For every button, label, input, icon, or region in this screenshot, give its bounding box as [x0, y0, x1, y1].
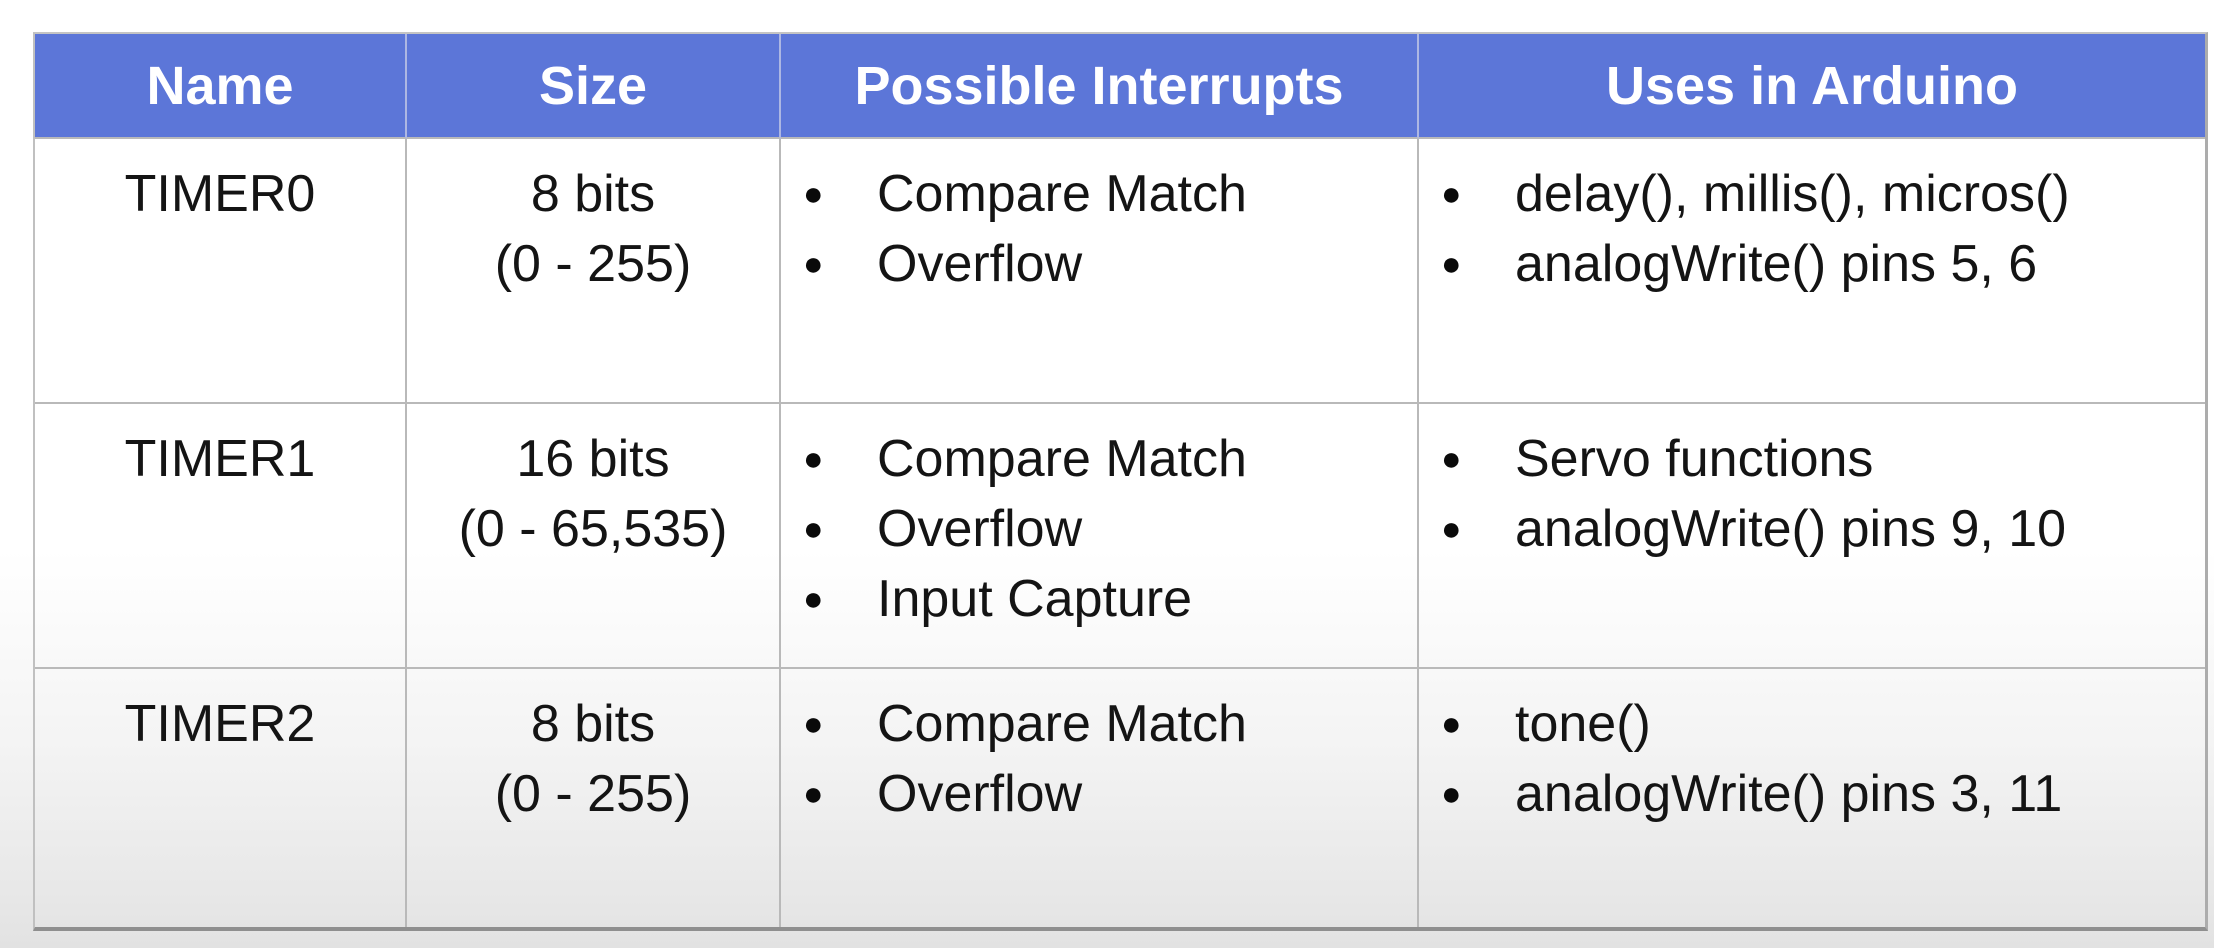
size-range: (0 - 255): [494, 765, 692, 823]
bullet-icon: ●: [1441, 175, 1462, 213]
list-item: ● Servo functions: [1439, 424, 2197, 494]
interrupt-label: Input Capture: [877, 570, 1193, 628]
timer1-size-cell: 16 bits (0 - 65,535): [407, 404, 781, 669]
timer1-uses-cell: ● Servo functions ● analogWrite() pins 9…: [1419, 404, 2205, 669]
list-item: ● analogWrite() pins 9, 10: [1439, 494, 2197, 564]
list-item: ● analogWrite() pins 3, 11: [1439, 759, 2197, 829]
arduino-timers-table: Name Size Possible Interrupts Uses in Ar…: [33, 32, 2208, 931]
bullet-icon: ●: [1441, 440, 1462, 478]
interrupt-label: Overflow: [877, 235, 1083, 293]
bullet-icon: ●: [1441, 510, 1462, 548]
list-item: ● Overflow: [801, 494, 1409, 564]
bullet-icon: ●: [803, 245, 824, 283]
bullet-icon: ●: [803, 175, 824, 213]
list-item: ● delay(), millis(), micros(): [1439, 159, 2197, 229]
bullet-icon: ●: [1441, 705, 1462, 743]
column-header-possible-interrupts: Possible Interrupts: [781, 34, 1419, 139]
timer2-size-cell: 8 bits (0 - 255): [407, 669, 781, 927]
use-label: delay(), millis(), micros(): [1515, 165, 2070, 223]
use-label: analogWrite() pins 5, 6: [1515, 235, 2038, 293]
column-header-uses-in-arduino: Uses in Arduino: [1419, 34, 2205, 139]
timer-name: TIMER2: [124, 695, 316, 753]
list-item: ● Compare Match: [801, 424, 1409, 494]
size-range: (0 - 65,535): [458, 500, 728, 558]
interrupt-label: Overflow: [877, 500, 1083, 558]
timer2-interrupts-cell: ● Compare Match ● Overflow: [781, 669, 1419, 927]
bullet-icon: ●: [1441, 775, 1462, 813]
list-item: ● tone(): [1439, 689, 2197, 759]
bullet-icon: ●: [803, 775, 824, 813]
list-item: ● Compare Match: [801, 689, 1409, 759]
bullet-icon: ●: [803, 510, 824, 548]
bullet-icon: ●: [803, 580, 824, 618]
use-label: Servo functions: [1515, 430, 1874, 488]
interrupt-label: Overflow: [877, 765, 1083, 823]
list-item: ● Input Capture: [801, 564, 1409, 634]
interrupt-label: Compare Match: [877, 695, 1247, 753]
list-item: ● Overflow: [801, 229, 1409, 299]
timer0-interrupts-cell: ● Compare Match ● Overflow: [781, 139, 1419, 404]
bullet-icon: ●: [803, 440, 824, 478]
use-label: tone(): [1515, 695, 1651, 753]
list-item: ● analogWrite() pins 5, 6: [1439, 229, 2197, 299]
use-label: analogWrite() pins 3, 11: [1515, 765, 2063, 823]
interrupt-label: Compare Match: [877, 165, 1247, 223]
size-range: (0 - 255): [494, 235, 692, 293]
timer-name: TIMER1: [124, 430, 316, 488]
interrupt-label: Compare Match: [877, 430, 1247, 488]
list-item: ● Compare Match: [801, 159, 1409, 229]
bullet-icon: ●: [803, 705, 824, 743]
size-bits: 8 bits: [530, 165, 656, 223]
timer2-name-cell: TIMER2: [35, 669, 407, 927]
column-header-name: Name: [35, 34, 407, 139]
timer2-uses-cell: ● tone() ● analogWrite() pins 3, 11: [1419, 669, 2205, 927]
bullet-icon: ●: [1441, 245, 1462, 283]
use-label: analogWrite() pins 9, 10: [1515, 500, 2067, 558]
size-bits: 8 bits: [530, 695, 656, 753]
timer1-name-cell: TIMER1: [35, 404, 407, 669]
timer0-uses-cell: ● delay(), millis(), micros() ● analogWr…: [1419, 139, 2205, 404]
timer-name: TIMER0: [124, 165, 316, 223]
list-item: ● Overflow: [801, 759, 1409, 829]
timer1-interrupts-cell: ● Compare Match ● Overflow ● Input Captu…: [781, 404, 1419, 669]
timer0-name-cell: TIMER0: [35, 139, 407, 404]
size-bits: 16 bits: [516, 430, 670, 488]
timer0-size-cell: 8 bits (0 - 255): [407, 139, 781, 404]
column-header-size: Size: [407, 34, 781, 139]
